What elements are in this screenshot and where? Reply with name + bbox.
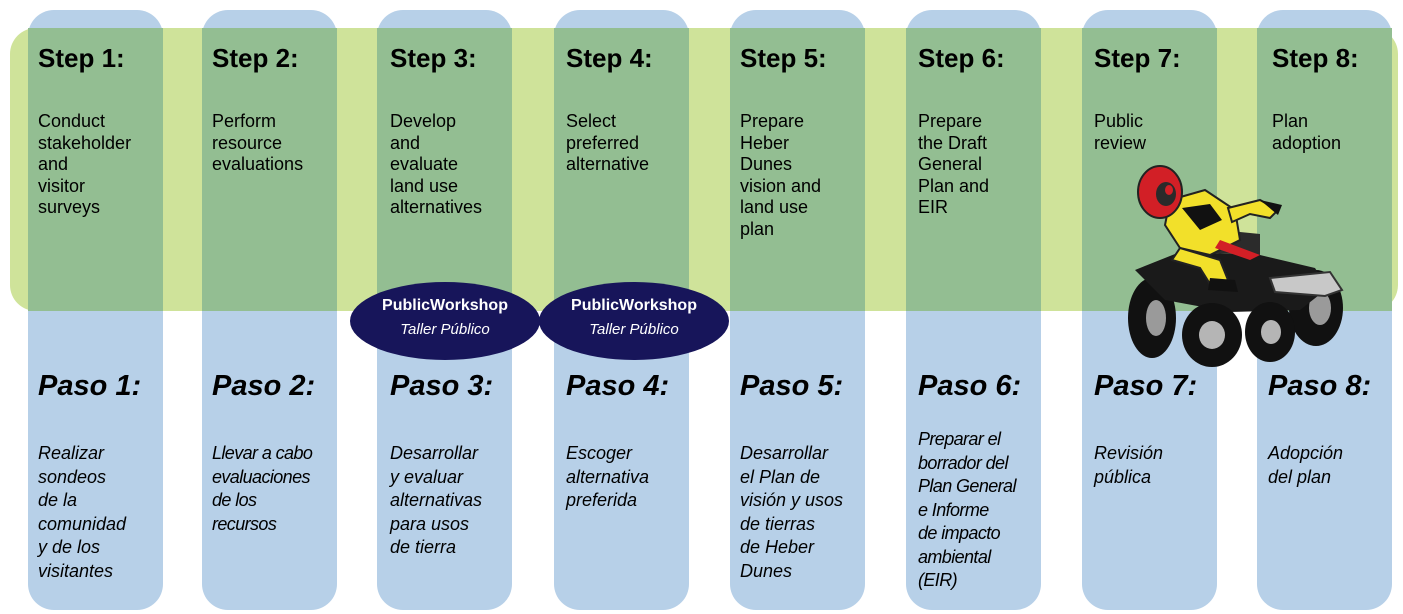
step-8-description: Plan adoption <box>1272 111 1342 153</box>
public-workshop-badge-2: PublicWorkshop Taller Público <box>539 282 729 360</box>
paso-6-title: Paso 6: <box>918 370 1022 402</box>
step-1-title: Step 1: <box>38 43 125 73</box>
step-3-description: Develop and evaluate land use alternativ… <box>390 111 483 217</box>
step-4-title: Step 4: <box>566 43 653 73</box>
workshop-subtitle: Taller Público <box>400 321 490 338</box>
step-5-description: Prepare Heber Dunes vision and land use … <box>740 111 822 239</box>
step-column-5 <box>730 10 865 610</box>
paso-7-description: Revisión pública <box>1094 443 1164 487</box>
step-4-description: Select preferred alternative <box>566 111 650 174</box>
paso-3-title: Paso 3: <box>390 370 494 402</box>
paso-3-description: Desarrollar y evaluar alternativas para … <box>390 443 483 557</box>
paso-4-title: Paso 4: <box>566 370 670 402</box>
paso-6-description: Preparar el borrador del Plan General e … <box>918 429 1016 590</box>
step-3-title: Step 3: <box>390 43 477 73</box>
step-2-description: Perform resource evaluations <box>212 111 304 174</box>
step-column-2 <box>202 10 337 610</box>
paso-5-description: Desarrollar el Plan de visión y usos de … <box>740 443 844 581</box>
paso-4-description: Escoger alternativa preferida <box>566 443 650 510</box>
atv-rider-icon <box>1128 165 1344 367</box>
paso-7-title: Paso 7: <box>1094 370 1198 402</box>
step-column-1 <box>28 10 163 610</box>
workshop-title: PublicWorkshop <box>382 297 508 314</box>
paso-8-title: Paso 8: <box>1268 370 1372 402</box>
step-5-title: Step 5: <box>740 43 827 73</box>
paso-8-description: Adopción del plan <box>1268 443 1344 487</box>
step-6-title: Step 6: <box>918 43 1005 73</box>
step-1-description: Conduct stakeholder and visitor surveys <box>38 111 132 217</box>
workshop-title: PublicWorkshop <box>571 297 697 314</box>
step-7-description: Public review <box>1094 111 1147 153</box>
workshop-subtitle: Taller Público <box>589 321 679 338</box>
paso-5-title: Paso 5: <box>740 370 844 402</box>
paso-2-title: Paso 2: <box>212 370 316 402</box>
paso-1-title: Paso 1: <box>38 370 142 402</box>
public-workshop-badge-1: PublicWorkshop Taller Público <box>350 282 540 360</box>
paso-2-description: Llevar a cabo evaluaciones de los recurs… <box>212 443 313 534</box>
paso-1-description: Realizar sondeos de la comunidad y de lo… <box>38 443 127 581</box>
step-8-title: Step 8: <box>1272 43 1359 73</box>
step-6-description: Prepare the Draft General Plan and EIR <box>918 111 990 217</box>
step-7-title: Step 7: <box>1094 43 1181 73</box>
step-2-title: Step 2: <box>212 43 299 73</box>
step-column-6 <box>906 10 1041 610</box>
